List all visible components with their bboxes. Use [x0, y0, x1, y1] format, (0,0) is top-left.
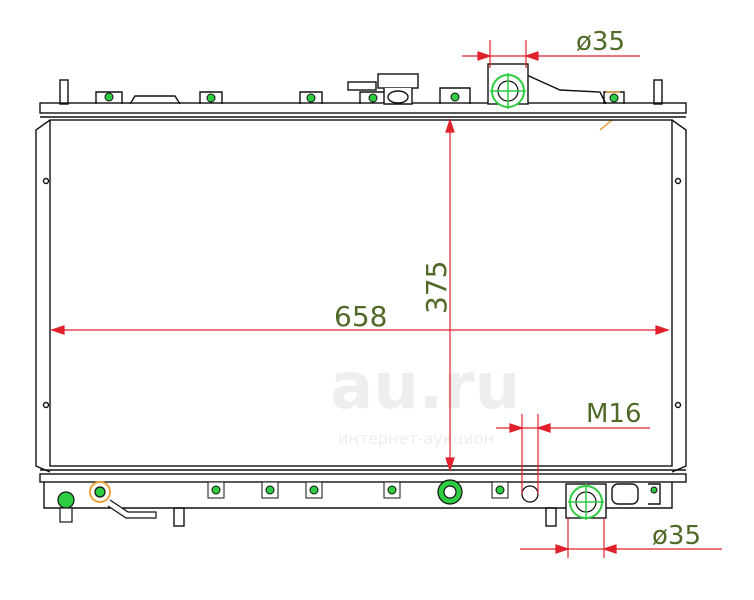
outlet-pipe [565, 483, 607, 520]
inlet-pipe [487, 63, 529, 109]
inlet-diameter-dimension [462, 40, 640, 68]
bottom-tank-bolts [207, 481, 658, 499]
height-label: 375 [420, 261, 453, 314]
bottom-sensor [437, 479, 463, 505]
m16-label: M16 [586, 399, 642, 429]
inlet-diameter-label: ø35 [576, 27, 625, 57]
watermark-subtitle: интернет-аукцион [338, 429, 494, 448]
bottom-tank [39, 469, 687, 527]
left-drain-fitting [57, 481, 157, 523]
top-tank [39, 71, 687, 118]
height-dimension [445, 118, 455, 472]
width-label: 658 [334, 300, 387, 333]
m16-dimension [496, 414, 650, 494]
top-tank-bolts [104, 92, 619, 103]
outlet-diameter-label: ø35 [652, 521, 701, 551]
watermark-brand: au.ru [330, 350, 520, 424]
outlet-diameter-dimension [520, 518, 722, 558]
radiator-core [35, 119, 687, 473]
width-dimension [50, 325, 670, 335]
m16-drain-plug [521, 485, 539, 503]
radiator-cap [347, 73, 419, 105]
bracket-accent [599, 91, 620, 131]
